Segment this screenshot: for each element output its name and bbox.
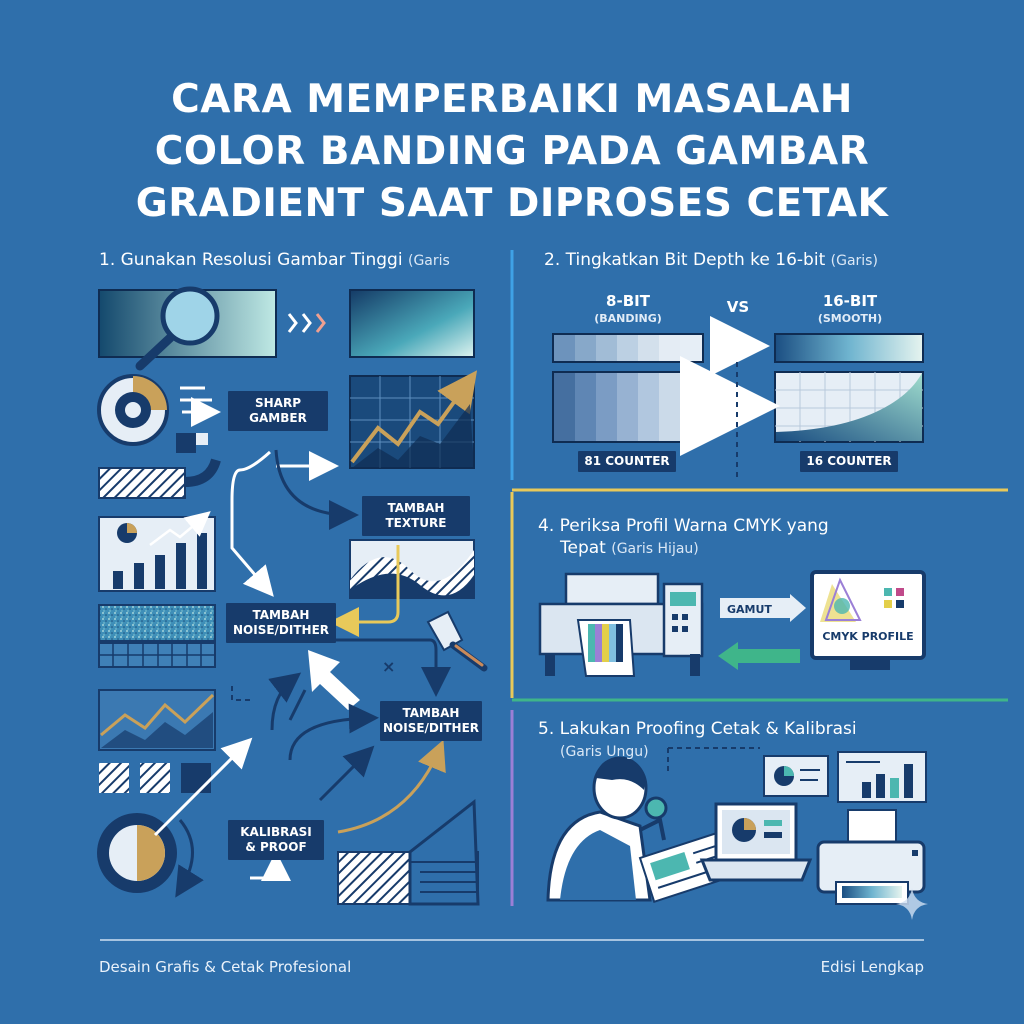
person-loupe-icon bbox=[546, 756, 668, 902]
line-chart-icon bbox=[349, 370, 478, 469]
laptop-icon bbox=[699, 802, 813, 882]
spatula-icon bbox=[426, 610, 488, 672]
bar-chart-icon bbox=[98, 511, 216, 592]
section-1-heading: 1. Gunakan Resolusi Gambar Tinggi (Garis bbox=[99, 250, 450, 270]
pie-chart-icon bbox=[97, 374, 169, 446]
footer-left: Desain Grafis & Cetak Profesional bbox=[99, 958, 352, 976]
label-81-counter: 81 COUNTER bbox=[578, 451, 676, 472]
label-vs: VS bbox=[726, 298, 750, 316]
section-2-heading: 2. Tingkatkan Bit Depth ke 16-bit (Garis… bbox=[544, 250, 878, 270]
label-cmyk-profile: CMYK PROFILE bbox=[822, 630, 914, 643]
monitor-icon bbox=[810, 570, 926, 670]
chevron-arrows-icon bbox=[287, 313, 326, 333]
magnifier-icon bbox=[135, 286, 220, 371]
label-16-counter: 16 COUNTER bbox=[800, 451, 898, 472]
page-title: CARA MEMPERBAIKI MASALAH COLOR BANDING P… bbox=[0, 74, 1024, 230]
printer-small-icon bbox=[816, 809, 926, 905]
label-gamut: GAMUT bbox=[727, 603, 772, 616]
title-line-3: GRADIENT SAAT DIPROSES CETAK bbox=[135, 181, 889, 226]
title-line-1: CARA MEMPERBAIKI MASALAH bbox=[171, 77, 853, 122]
label-8bit: 8-BIT (BANDING) bbox=[594, 292, 662, 325]
label-kalibrasi-proof: KALIBRASI& PROOF bbox=[228, 820, 324, 860]
printer-icon bbox=[538, 572, 704, 677]
section-4-heading: 4. Periksa Profil Warna CMYK yang Tepat … bbox=[538, 516, 829, 558]
label-16bit: 16-BIT (SMOOTH) bbox=[817, 292, 883, 325]
sparkle-icon bbox=[896, 888, 928, 920]
title-line-2: COLOR BANDING PADA GAMBAR bbox=[154, 129, 870, 174]
banding-steps bbox=[554, 335, 702, 441]
cross-mark: × bbox=[382, 657, 396, 676]
footer-right: Edisi Lengkap bbox=[820, 958, 924, 976]
section-5-heading: 5. Lakukan Proofing Cetak & Kalibrasi (G… bbox=[538, 719, 857, 760]
